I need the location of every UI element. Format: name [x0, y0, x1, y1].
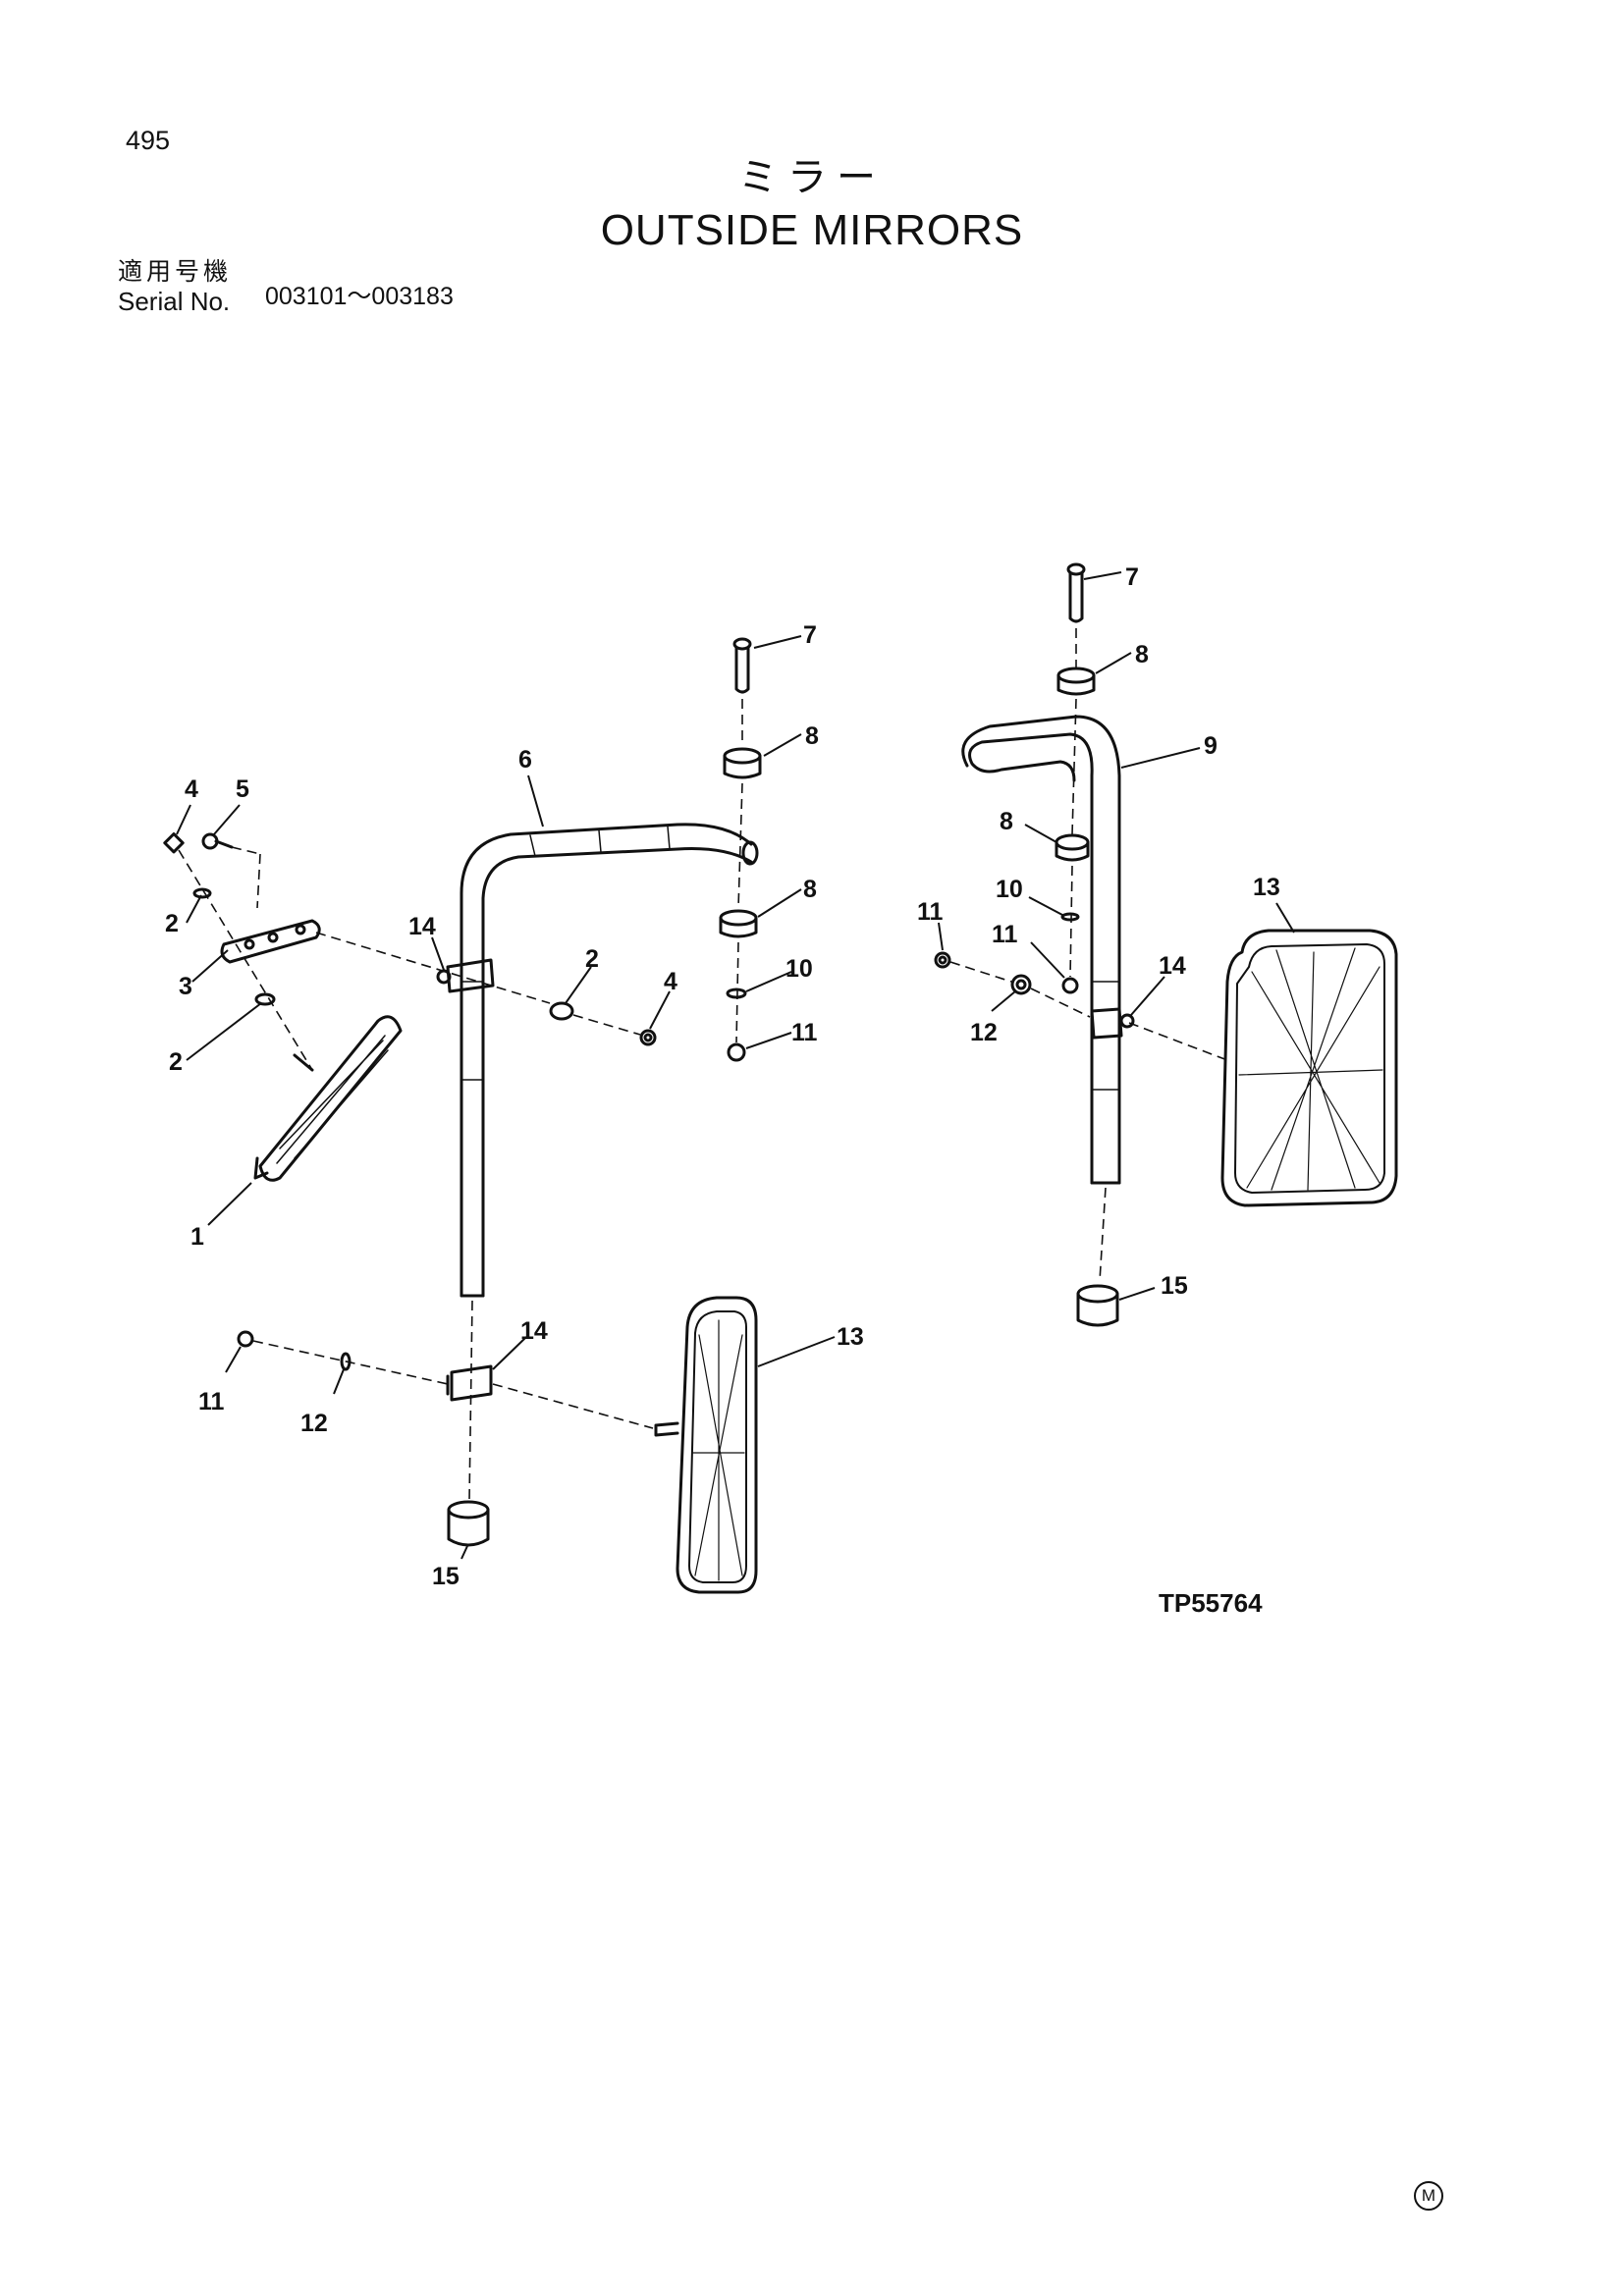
washer-10-right — [1060, 912, 1080, 922]
callout-8-d: 8 — [1000, 808, 1013, 835]
callout-8-b: 8 — [803, 876, 817, 903]
cap-15-right — [1076, 1284, 1119, 1327]
callout-7-a: 7 — [803, 621, 817, 649]
callout-10-b: 10 — [996, 876, 1023, 903]
callout-11-d: 11 — [198, 1388, 225, 1415]
bolt-7-left — [732, 637, 752, 694]
callout-3: 3 — [179, 973, 192, 1000]
collar-8-right-upper — [1056, 667, 1096, 696]
drawing-code: TP55764 — [1159, 1588, 1263, 1618]
serial-label: 適用号機 Serial No. — [118, 257, 232, 316]
page-number: 495 — [126, 126, 171, 155]
serial-label-en: Serial No. — [118, 287, 231, 316]
washer-10-left — [726, 988, 747, 999]
callout-4-b: 4 — [664, 968, 677, 995]
callout-14-b: 14 — [1159, 952, 1186, 980]
callout-10-a: 10 — [785, 955, 813, 983]
mirror-1 — [253, 1015, 403, 1182]
bolt-5 — [201, 832, 234, 850]
clamp-14-right — [1090, 1007, 1135, 1040]
callout-11-a: 11 — [791, 1019, 818, 1046]
clamp-14-upper — [436, 958, 495, 993]
serial-range: 003101～003183 — [265, 283, 454, 310]
circled-m-mark: M — [1414, 2181, 1443, 2211]
mirror-13-lower — [654, 1296, 758, 1594]
callout-15-a: 15 — [1161, 1272, 1188, 1300]
callout-12-a: 12 — [970, 1019, 998, 1046]
callout-11-b: 11 — [917, 898, 944, 926]
nut-11-lower-left — [237, 1330, 254, 1348]
callout-4-a: 4 — [185, 775, 198, 803]
stay-6-bent-tube — [460, 823, 759, 1298]
page-title: OUTSIDE MIRRORS — [600, 206, 1024, 254]
nut-4-top — [163, 832, 185, 854]
callout-2-b: 2 — [169, 1048, 183, 1076]
title-japanese: ミラー — [738, 155, 886, 200]
stay-9-bent-tube — [961, 715, 1121, 1185]
callout-14-c: 14 — [520, 1317, 548, 1345]
collar-8-left-upper — [723, 747, 762, 779]
callout-2-c: 2 — [585, 945, 599, 973]
collar-8-left-lower — [719, 909, 758, 938]
callout-1: 1 — [190, 1223, 204, 1251]
nut-11-right-side — [934, 951, 951, 969]
callout-13-b: 13 — [837, 1323, 864, 1351]
callout-5: 5 — [236, 775, 249, 803]
callout-8-c: 8 — [1135, 641, 1149, 668]
callout-labels: 1 2 2 2 3 4 4 5 6 7 7 8 8 8 8 9 10 10 11… — [165, 563, 1280, 1590]
callout-8-a: 8 — [805, 722, 819, 750]
washer-12-right — [1010, 974, 1032, 995]
nut-4-right — [639, 1029, 657, 1046]
callout-7-b: 7 — [1125, 563, 1139, 591]
callout-15-b: 15 — [432, 1563, 460, 1590]
serial-label-jp: 適用号機 — [118, 257, 233, 286]
nut-11-left — [727, 1042, 746, 1062]
bolt-7-right — [1066, 562, 1086, 623]
nut-11-right — [1061, 977, 1079, 994]
bracket-3 — [220, 919, 321, 964]
cap-15-left — [447, 1500, 490, 1547]
callout-14-a: 14 — [408, 913, 436, 940]
callout-6: 6 — [518, 746, 532, 774]
callout-13-a: 13 — [1253, 874, 1280, 901]
washer-2-right — [549, 1001, 574, 1021]
collar-8-right-lower — [1055, 833, 1090, 862]
washer-2-lower — [254, 992, 276, 1006]
callout-12-b: 12 — [300, 1410, 328, 1437]
callout-11-c: 11 — [992, 921, 1018, 948]
callout-9: 9 — [1204, 732, 1218, 760]
mirror-13-right — [1220, 929, 1398, 1207]
clamp-14-lower — [446, 1364, 493, 1402]
washer-2-top — [192, 887, 212, 899]
callout-2-a: 2 — [165, 910, 179, 937]
